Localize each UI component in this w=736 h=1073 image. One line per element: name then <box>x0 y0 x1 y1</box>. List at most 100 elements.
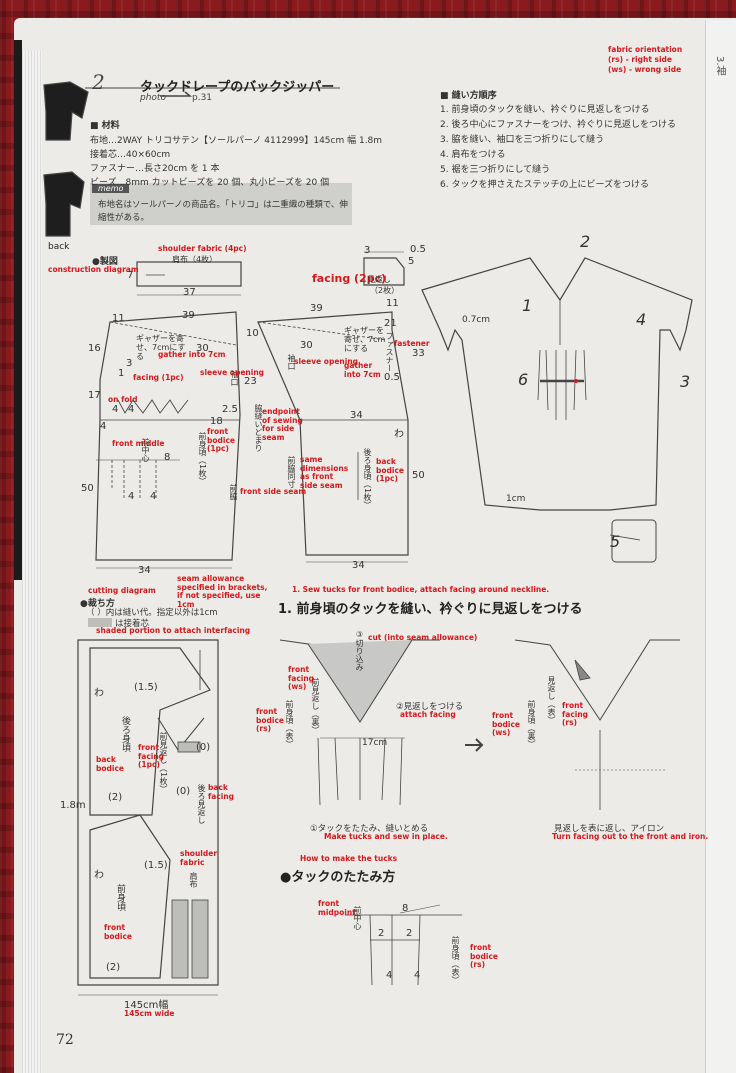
fabric-width-en: 145cm wide <box>124 1009 175 1018</box>
front-middle-en: front middle <box>112 439 165 448</box>
sewing-step-6: 6. タックを押さえたステッチの上にビーズをつける <box>440 180 649 190</box>
dim-16: 16 <box>88 343 101 354</box>
cut-front-facing-jp: 前見返し（1枚） <box>159 732 168 794</box>
construction-title-jp: ●製図 <box>92 257 118 267</box>
dim-4-e: 4 <box>150 491 157 502</box>
fold-mark: わ <box>394 429 404 440</box>
front-facing-rs-en: front facing (rs) <box>562 701 589 727</box>
tuck-dim-4-a: 4 <box>386 970 393 981</box>
dim-17: 17 <box>88 390 101 401</box>
garment-photo-front <box>43 81 89 141</box>
facing-rs-jp: 見返し（表） <box>547 676 556 724</box>
tuck-dim-8: 8 <box>402 903 409 914</box>
gather-en-front: gather into 7cm <box>158 350 226 359</box>
memo-box <box>90 183 352 225</box>
endpoint-en: endpoint of sewing for side seam <box>262 407 303 442</box>
dim-0-5-back: 0.5 <box>384 372 400 383</box>
dim-23: 23 <box>244 376 257 387</box>
fold-mark-front: わ <box>94 870 104 881</box>
garment-num-2: 2 <box>580 232 591 251</box>
shoulder-fabric-pattern <box>136 261 242 287</box>
on-fold-label: on fold <box>108 395 138 404</box>
front-side-jp: 前脇 <box>229 484 238 500</box>
back-bodice-en: back bodice (1pc) <box>376 457 404 483</box>
tuck-dim-4-b: 4 <box>414 970 421 981</box>
front-facing-ws-jp: 前見返し（裏） <box>311 678 320 734</box>
dim-33: 33 <box>412 348 425 359</box>
sewing-step-2: 2. 後ろ中心にファスナーをつけ、衿ぐりに見返しをつける <box>440 120 676 130</box>
tuck-instruction-en: Make tucks and sew in place. <box>324 832 448 841</box>
dim-7: 7 <box>127 270 134 281</box>
dim-3: 3 <box>364 245 371 256</box>
dim-0-5: 0.5 <box>410 244 426 255</box>
seam-2-a: (2) <box>108 792 123 803</box>
interfacing-swatch <box>88 618 112 627</box>
same-dim-jp: 前脇同寸 <box>287 456 296 488</box>
shoulder-fabric-en: shoulder fabric (4pc) <box>158 244 247 253</box>
interfacing-en: shaded portion to attach interfacing <box>96 626 251 635</box>
seam-1-5-front: (1.5) <box>144 860 168 871</box>
page-title: タックドレープのバックジッパー <box>140 80 335 95</box>
construction-title-en: construction diagram <box>48 265 139 274</box>
cut-front-bodice-en: front bodice <box>104 923 132 941</box>
photo-arrow <box>160 91 193 97</box>
sewing-step-5: 5. 裾を三つ折りにして縫う <box>440 165 551 175</box>
garment-photo-back <box>43 171 85 237</box>
fold-mark-back: わ <box>94 688 104 699</box>
dim-0-7cm: 0.7cm <box>462 315 491 325</box>
front-side-seam-en: front side seam <box>240 487 307 496</box>
tucks-en: How to make the tucks <box>300 854 398 863</box>
cut-en: cut (into seam allowance) <box>368 633 478 642</box>
cut-shoulder-en: shoulder fabric <box>180 849 218 867</box>
step1-jp: 1. 前身頃のタックを縫い、衿ぐりに見返しをつける <box>278 602 583 617</box>
front-bodice-ws-en: front bodice (ws) <box>492 711 520 737</box>
page-number: 72 <box>56 1032 74 1048</box>
dim-37: 37 <box>183 287 196 298</box>
sewing-order-heading: ■ 縫い方順序 <box>440 91 497 101</box>
materials-line-1: 布地…2WAY トリコサテン【ソールパーノ 4112999】145cm 幅 1.… <box>90 136 383 146</box>
garment-num-6: 6 <box>518 370 529 389</box>
dim-34-mid: 34 <box>350 410 363 421</box>
cutting-title-en: cutting diagram <box>88 586 156 595</box>
memo-line-1: 布地名はソールパーノの商品名。「トリコ」は二重織の種類で、伸 <box>98 200 348 210</box>
fabric-length: 1.8m <box>60 800 86 811</box>
seam-2-b: (2) <box>106 962 121 973</box>
book-spine <box>14 40 22 580</box>
garment-num-3: 3 <box>680 372 691 391</box>
cut-back-bodice-en: back bodice <box>96 755 124 773</box>
cut-back-facing-jp: 後ろ見返し <box>197 784 206 824</box>
fastener-jp: ファスナー <box>385 332 394 372</box>
front-bodice-pattern <box>95 311 241 561</box>
garment-num-5: 5 <box>610 532 621 551</box>
dim-21: 21 <box>384 318 397 329</box>
tucks-jp: ●タックのたたみ方 <box>280 870 396 885</box>
sleeve-opening-jp-back: 袖口 <box>287 354 296 370</box>
dim-10: 10 <box>246 328 259 339</box>
sleeve-opening-en-front: sleeve opening <box>200 368 265 377</box>
front-bodice-jp: 前身頃（1枚） <box>198 432 207 486</box>
memo-tag: memo <box>92 184 130 193</box>
cut-jp: ③切り込み <box>355 630 364 671</box>
dim-30-back: 30 <box>300 340 313 351</box>
photo-label: photo <box>140 93 166 103</box>
interfacing-jp: は接着芯 <box>115 619 150 629</box>
back-bodice-pattern <box>257 311 409 556</box>
fabric-width: 145cm幅 <box>124 1000 169 1011</box>
cut-back-bodice <box>89 647 211 816</box>
cut-front-bodice-jp: 前身頃 <box>115 884 125 911</box>
front-middle-jp: 前中心 <box>141 438 150 462</box>
dim-1cm: 1cm <box>506 494 526 504</box>
materials-heading: ■ 材料 <box>90 121 120 131</box>
dim-5: 5 <box>408 256 415 267</box>
tuck-dim-2-a: 2 <box>378 928 385 939</box>
dim-18: 18 <box>210 416 223 427</box>
dim-17cm: 17cm <box>362 738 388 748</box>
front-bodice-rs-jp: 前身頃（表） <box>285 700 294 748</box>
step1-en: 1. Sew tucks for front bodice, attach fa… <box>292 585 550 594</box>
tuck-bodice-jp: 前身頃（表） <box>451 936 460 984</box>
tuck-bodice-en: front bodice (rs) <box>470 943 498 969</box>
garment-num-1: 1 <box>522 296 533 315</box>
materials-line-3: ファスナー…長さ20cm を 1 本 <box>90 164 220 174</box>
orientation-note-1: fabric orientation <box>608 45 683 54</box>
facing-count-jp: （2枚） <box>370 286 400 295</box>
